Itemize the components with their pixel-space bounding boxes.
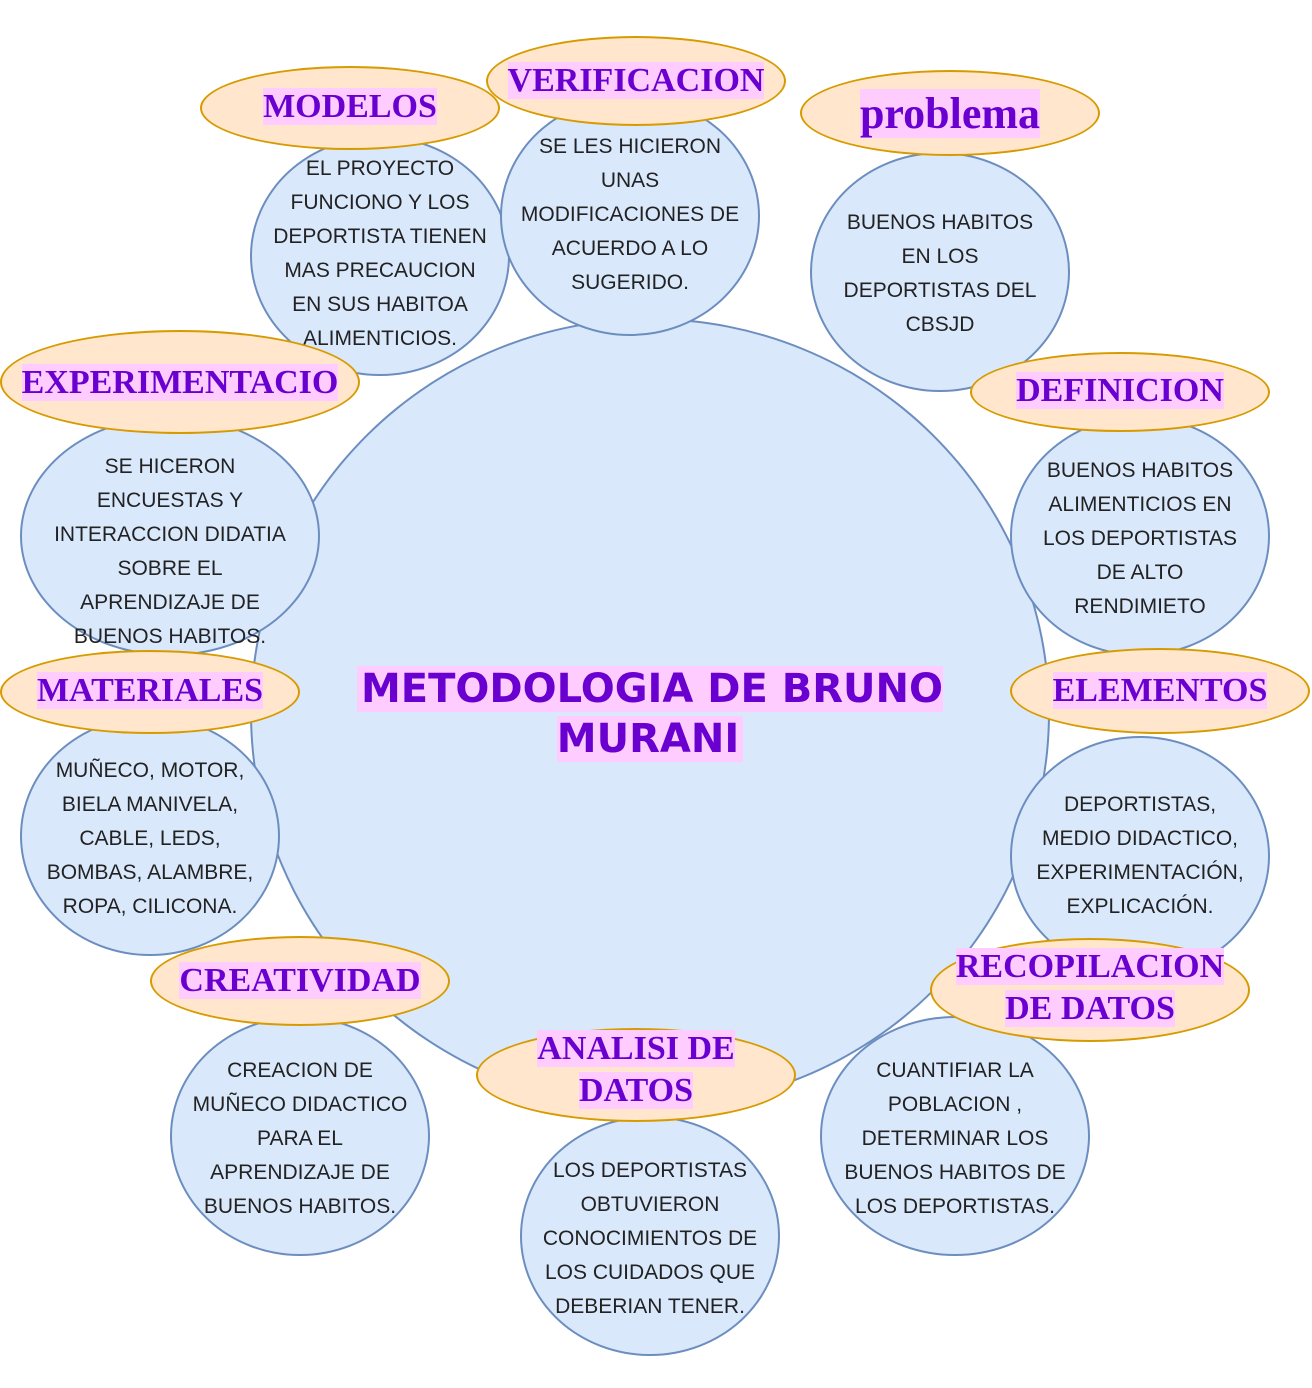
elementos-description: DEPORTISTAS, MEDIO DIDACTICO, EXPERIMENT… <box>1036 793 1244 918</box>
materiales-description: MUÑECO, MOTOR, BIELA MANIVELA, CABLE, LE… <box>46 759 254 918</box>
problema-label: problema <box>859 89 1041 138</box>
definicion-label: DEFINICION <box>1016 372 1224 409</box>
center-title-text: METODOLOGIA DE BRUNO MURANI <box>357 666 943 762</box>
elementos-label: ELEMENTOS <box>1052 672 1268 709</box>
recopilacion-label: RECOPILACION DE DATOS <box>955 948 1225 1027</box>
verificacion-circle <box>500 96 760 336</box>
modelos-circle <box>250 136 510 376</box>
creatividad-circle <box>170 1016 430 1256</box>
problema-circle <box>810 152 1070 392</box>
recopilacion-circle <box>820 1016 1090 1256</box>
analisis-description: LOS DEPORTISTAS OBTUVIERON CONOCIMIENTOS… <box>542 1159 758 1318</box>
definicion-description: BUENOS HABITOS ALIMENTICIOS EN LOS DEPOR… <box>1042 459 1238 618</box>
verificacion-description: SE LES HICIERON UNAS MODIFICACIONES DE A… <box>520 135 740 294</box>
center-title: METODOLOGIA DE BRUNO MURANI <box>310 664 990 764</box>
materiales-label: MATERIALES <box>36 672 264 709</box>
elementos-circle <box>1010 736 1270 976</box>
creatividad-label: CREATIVIDAD <box>179 962 421 999</box>
modelos-description: EL PROYECTO FUNCIONO Y LOS DEPORTISTA TI… <box>273 157 487 350</box>
experimentacion-description: SE HICERON ENCUESTAS Y INTERACCION DIDAT… <box>54 455 286 648</box>
problema-description: BUENOS HABITOS EN LOS DEPORTISTAS DEL CB… <box>843 211 1037 336</box>
analisis-label: ANALISI DE DATOS <box>537 1030 735 1109</box>
recopilacion-description: CUANTIFIAR LA POBLACION , DETERMINAR LOS… <box>844 1059 1066 1218</box>
modelos-label: MODELOS <box>263 88 437 125</box>
creatividad-description: CREACION DE MUÑECO DIDACTICO PARA EL APR… <box>192 1059 408 1218</box>
experimentacion-label: EXPERIMENTACIO <box>21 364 339 401</box>
verificacion-label: VERIFICACION <box>507 62 765 99</box>
